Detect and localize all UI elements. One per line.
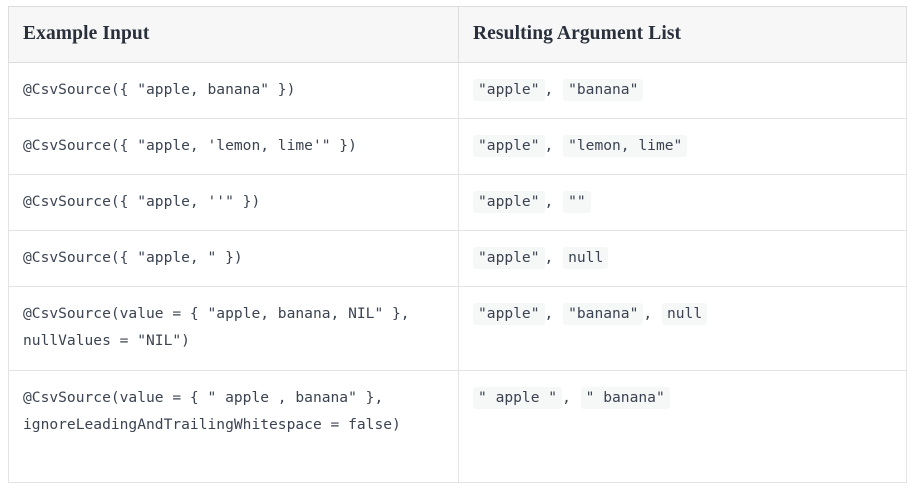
argument-code-chip: "lemon, lime" [563,135,688,157]
argument-code-chip: "apple" [473,191,545,213]
argument-code-chip: "banana" [563,79,644,101]
argument-code-chip: "apple" [473,135,545,157]
table-header-row: Example Input Resulting Argument List [8,6,907,63]
argument-separator: , [544,137,563,154]
column-header-resulting-argument-list: Resulting Argument List [458,6,907,63]
argument-separator: , [643,305,661,322]
cell-resulting-argument-list: "apple", null [458,230,907,287]
argument-code-chip: "apple" [473,303,545,325]
cell-resulting-argument-list: "apple", "lemon, lime" [458,118,907,175]
cell-example-input: @CsvSource(value = { "apple, banana, NIL… [8,286,459,371]
cell-resulting-argument-list: "apple", "banana", null [458,286,907,371]
cell-example-input: @CsvSource({ "apple, banana" }) [8,62,459,119]
table-row: @CsvSource(value = { "apple, banana, NIL… [8,286,907,371]
argument-separator: , [544,81,563,98]
cell-example-input: @CsvSource({ "apple, " }) [8,230,459,287]
cell-example-input: @CsvSource(value = { " apple , banana" }… [8,370,459,483]
argument-code-chip: " banana" [580,387,670,409]
table-header: Example Input Resulting Argument List [8,6,907,63]
argument-code-chip: "banana" [563,303,644,325]
argument-code-chip: "apple" [473,247,545,269]
table-container: Example Input Resulting Argument List @C… [8,6,907,483]
table-row: @CsvSource(value = { " apple , banana" }… [8,370,907,483]
table-body: @CsvSource({ "apple, banana" })"apple", … [8,62,907,483]
csv-source-examples-table: Example Input Resulting Argument List @C… [8,6,907,483]
cell-example-input: @CsvSource({ "apple, ''" }) [8,174,459,231]
argument-separator: , [544,193,563,210]
cell-resulting-argument-list: "apple", "banana" [458,62,907,119]
argument-separator: , [562,389,580,406]
argument-code-chip: "" [563,191,591,213]
cell-example-input: @CsvSource({ "apple, 'lemon, lime'" }) [8,118,459,175]
column-header-example-input: Example Input [8,6,459,63]
argument-code-chip: null [661,303,708,325]
argument-code-chip: " apple " [473,387,563,409]
table-row: @CsvSource({ "apple, " })"apple", null [8,230,907,287]
table-row: @CsvSource({ "apple, banana" })"apple", … [8,62,907,119]
table-row: @CsvSource({ "apple, 'lemon, lime'" })"a… [8,118,907,175]
cell-resulting-argument-list: "apple", "" [458,174,907,231]
table-row: @CsvSource({ "apple, ''" })"apple", "" [8,174,907,231]
argument-separator: , [544,305,563,322]
argument-code-chip: "apple" [473,79,545,101]
argument-separator: , [544,249,563,266]
argument-code-chip: null [563,247,609,269]
cell-resulting-argument-list: " apple ", " banana" [458,370,907,483]
